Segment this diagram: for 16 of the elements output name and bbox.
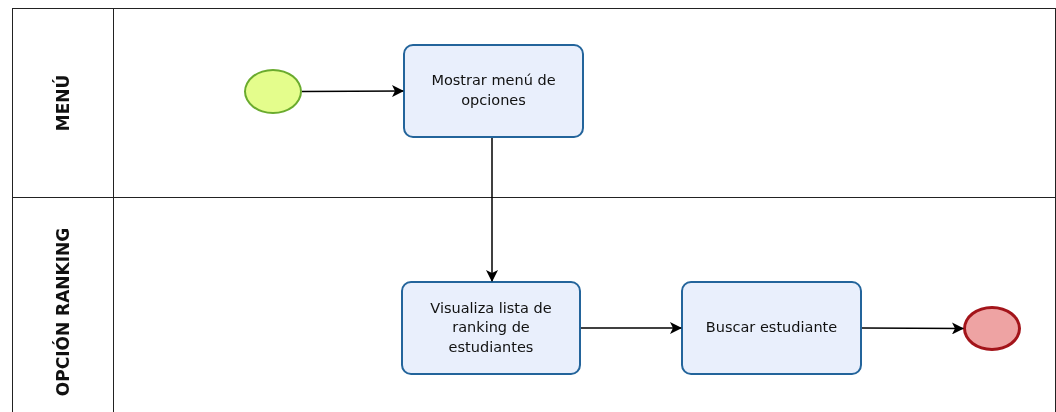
- swimlane: [12, 197, 1056, 412]
- lane-title: MENÚ: [53, 74, 73, 132]
- arrow: [861, 322, 964, 335]
- lane-title: OPCIÓN RANKING: [53, 227, 73, 397]
- task-label: Buscar estudiante: [705, 318, 838, 338]
- swimlane: [12, 8, 1056, 198]
- task-label: Visualiza lista de ranking de estudiantes: [429, 298, 553, 357]
- start-event-circle: [244, 69, 302, 114]
- task-label: Mostrar menú de opciones: [430, 71, 557, 110]
- end-event-circle: [963, 306, 1021, 351]
- arrow: [301, 85, 404, 98]
- arrow: [580, 322, 682, 334]
- task-box: [401, 281, 581, 375]
- task-box: [681, 281, 862, 375]
- arrow: [486, 137, 498, 282]
- task-box: [403, 44, 584, 138]
